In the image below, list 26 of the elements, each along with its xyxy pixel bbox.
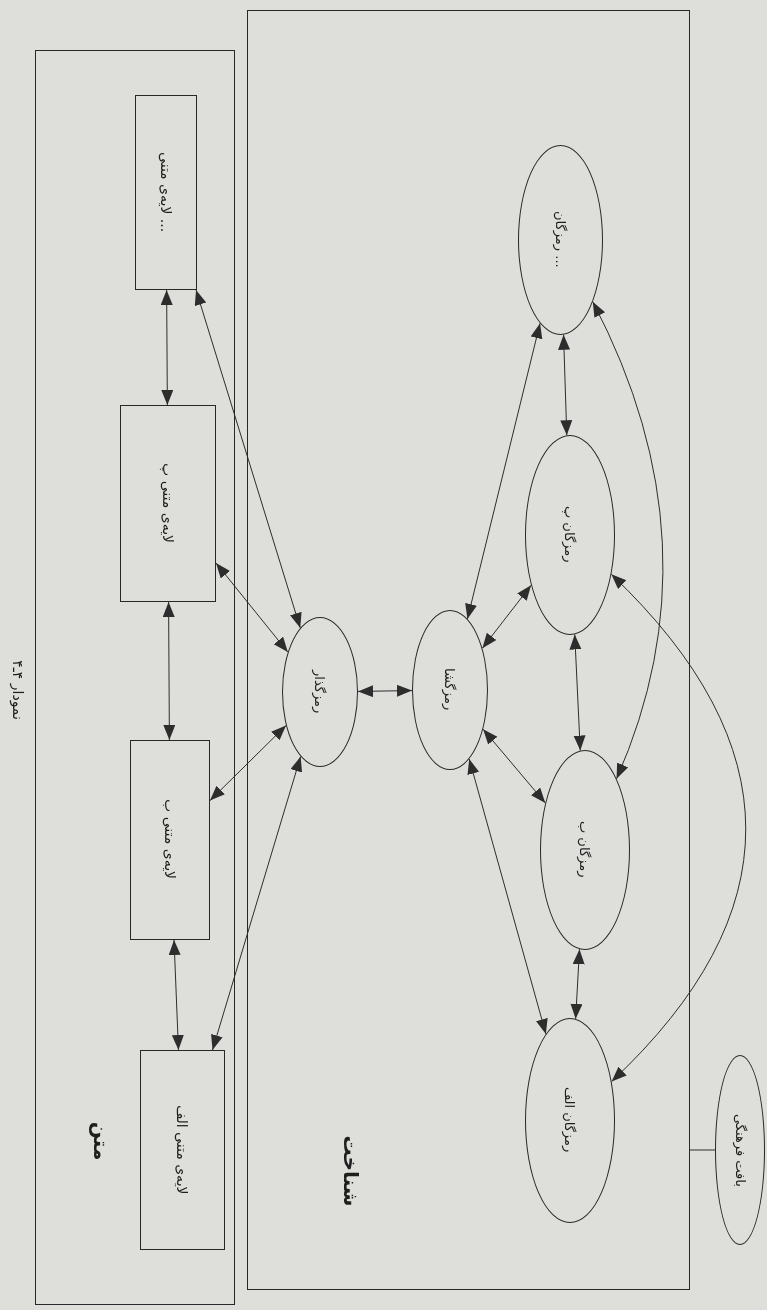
arrow	[570, 948, 585, 1020]
layer-box: لایه‌ی متنی ب	[129, 739, 210, 940]
group-title: متن	[89, 1121, 113, 1161]
arrow	[465, 322, 543, 620]
arrow	[160, 289, 174, 406]
arrow	[357, 684, 413, 698]
layer-box: لایه‌ی متنی الف	[139, 1049, 225, 1250]
arrow	[569, 633, 586, 752]
layer-box: لایه‌ی متنی پ	[119, 404, 216, 602]
arrow	[481, 584, 532, 649]
arrow	[610, 573, 747, 1082]
connector-line	[689, 1149, 716, 1151]
arrow	[211, 756, 303, 1051]
arrow	[162, 601, 176, 741]
group-frame	[35, 50, 235, 1305]
arrow	[592, 301, 664, 780]
arrow	[467, 758, 548, 1035]
arrow	[194, 289, 302, 629]
arrow	[215, 562, 289, 653]
arrow	[482, 728, 546, 804]
arrow	[209, 725, 287, 802]
group-title: شناخت	[339, 1135, 363, 1207]
layer-box: لایه‌ی متنی ...	[134, 94, 197, 290]
group-frame	[247, 10, 690, 1290]
caption: نمودار ۴ـ۴	[10, 660, 26, 720]
arrow	[168, 939, 184, 1051]
